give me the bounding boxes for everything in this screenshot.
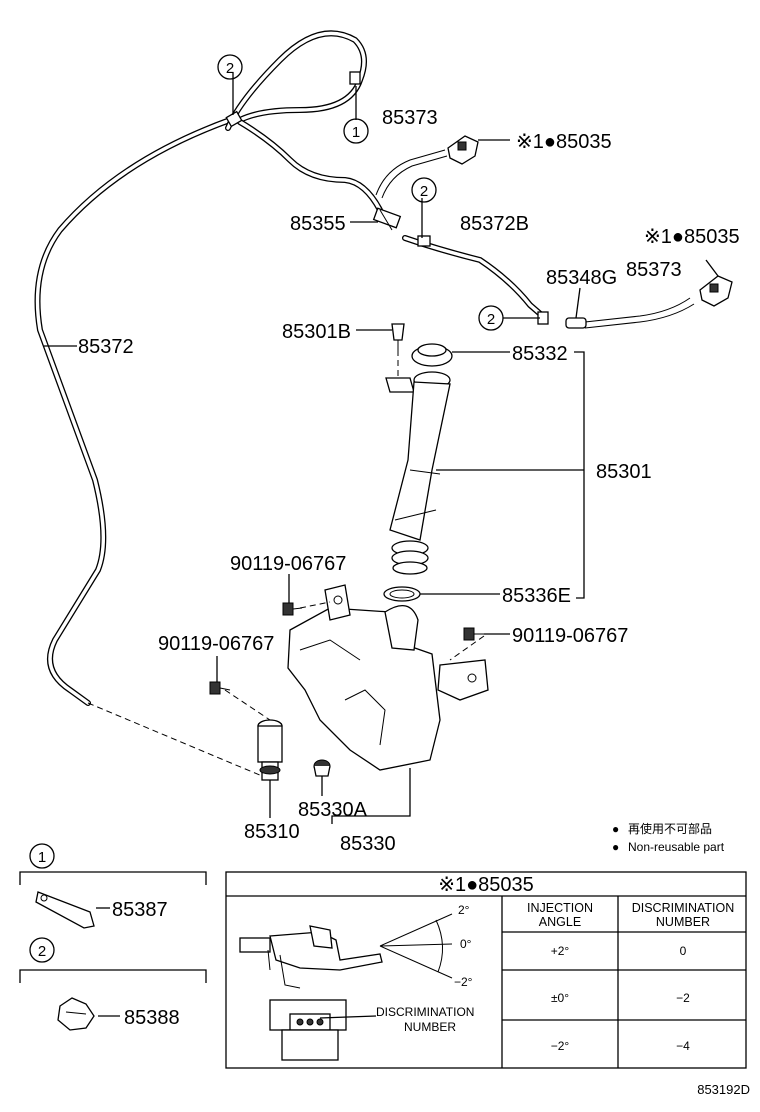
cap-85332 [411, 343, 453, 367]
bolt-90119-c [463, 627, 484, 641]
label-90119-a: 90119-06767 [230, 553, 346, 575]
inlet-85301 [389, 371, 451, 575]
callout-circle-2-c: 2 [478, 305, 504, 331]
table-cell-number-3: −4 [676, 1039, 690, 1053]
label-85355: 85355 [290, 213, 346, 235]
hose-85372 [34, 117, 233, 706]
svg-text:●: ● [612, 822, 619, 836]
svg-text:1: 1 [352, 124, 360, 141]
inset-spray-fan: 2° 0° −2° [379, 903, 473, 989]
label-85348G: 85348G [546, 267, 617, 289]
figure-id: 853192D [697, 1082, 750, 1097]
table-cell-angle-2: ±0° [551, 991, 569, 1005]
detail-clamp-1: 1 85387 [19, 843, 207, 929]
table-header-injection-angle: INJECTION [527, 901, 593, 915]
hose-upper-loop [225, 30, 383, 213]
label-85330A: 85330A [298, 799, 368, 821]
svg-text:NUMBER: NUMBER [656, 915, 710, 929]
table-cell-angle-1: +2° [551, 944, 570, 958]
nozzle-85035-b [699, 275, 733, 307]
label-85330: 85330 [340, 833, 396, 855]
label-90119-c: 90119-06767 [512, 625, 628, 647]
label-85372B: 85372B [460, 213, 529, 235]
svg-text:ANGLE: ANGLE [539, 915, 581, 929]
svg-text:Non-reusable part: Non-reusable part [628, 840, 725, 854]
svg-text:0°: 0° [460, 937, 472, 951]
svg-text:85388: 85388 [124, 1007, 180, 1029]
inset-nozzle-drawing [239, 925, 383, 989]
nozzle-85035-a [447, 135, 479, 165]
joint-85355 [372, 207, 402, 231]
svg-text:−2°: −2° [454, 975, 473, 989]
svg-text:※1●85035: ※1●85035 [516, 131, 612, 153]
legend-non-reusable: ● 再使用不可部品 ● Non-reusable part [612, 821, 725, 854]
bolt-90119-a [282, 602, 303, 616]
svg-text:2: 2 [38, 943, 46, 960]
clip-85301B [385, 323, 415, 393]
tank-85330 [287, 584, 489, 771]
svg-text:2°: 2° [458, 903, 470, 917]
inset-discrimination-table: INJECTION ANGLE DISCRIMINATION NUMBER +2… [502, 896, 746, 1068]
label-85373-b: 85373 [626, 259, 682, 281]
hose-85372B [402, 235, 548, 321]
label-85373-a: 85373 [382, 107, 438, 129]
callout-circle-2-a: 2 [217, 54, 243, 80]
ring-85336E [383, 586, 421, 602]
table-cell-angle-3: −2° [551, 1039, 570, 1053]
table-cell-number-2: −2 [676, 991, 690, 1005]
svg-text:2: 2 [226, 60, 234, 77]
label-85301B: 85301B [282, 321, 351, 343]
callout-circle-2-b: 2 [411, 177, 437, 203]
hose-85373-upper [375, 149, 448, 199]
svg-text:再使用不可部品: 再使用不可部品 [628, 821, 712, 836]
label-85035-a: ※1●85035 [516, 131, 612, 153]
label-85332: 85332 [512, 343, 568, 365]
pump-85310 [257, 719, 283, 781]
hose-85373-right [584, 297, 695, 329]
table-header-discrimination-number: DISCRIMINATION [632, 901, 735, 915]
inset-nozzle-detail: ※1●85035 2° 0° −2° DISC [225, 871, 747, 1069]
svg-text:2: 2 [487, 311, 495, 328]
inset-connector: DISCRIMINATION NUMBER [269, 999, 474, 1061]
table-cell-number-1: 0 [680, 944, 687, 958]
svg-text:NUMBER: NUMBER [404, 1020, 456, 1034]
label-85301: 85301 [596, 461, 652, 483]
label-90119-b: 90119-06767 [158, 633, 274, 655]
svg-text:※1●85035: ※1●85035 [644, 226, 740, 248]
svg-text:●: ● [612, 840, 619, 854]
bolt-90119-b [209, 681, 231, 695]
label-85035-b: ※1●85035 [644, 226, 740, 248]
detail-clamp-2: 2 85388 [19, 937, 207, 1031]
grommet-85330A [313, 759, 331, 777]
label-85336E: 85336E [502, 585, 571, 607]
svg-text:85387: 85387 [112, 899, 168, 921]
svg-text:2: 2 [420, 183, 428, 200]
check-valve-85348G [565, 317, 587, 329]
inset-title: ※1●85035 [438, 874, 534, 896]
label-85310: 85310 [244, 821, 300, 843]
svg-text:DISCRIMINATION: DISCRIMINATION [376, 1005, 474, 1019]
svg-text:1: 1 [38, 849, 46, 866]
label-85372: 85372 [78, 336, 134, 358]
callout-circle-1-a: 1 [343, 118, 369, 144]
